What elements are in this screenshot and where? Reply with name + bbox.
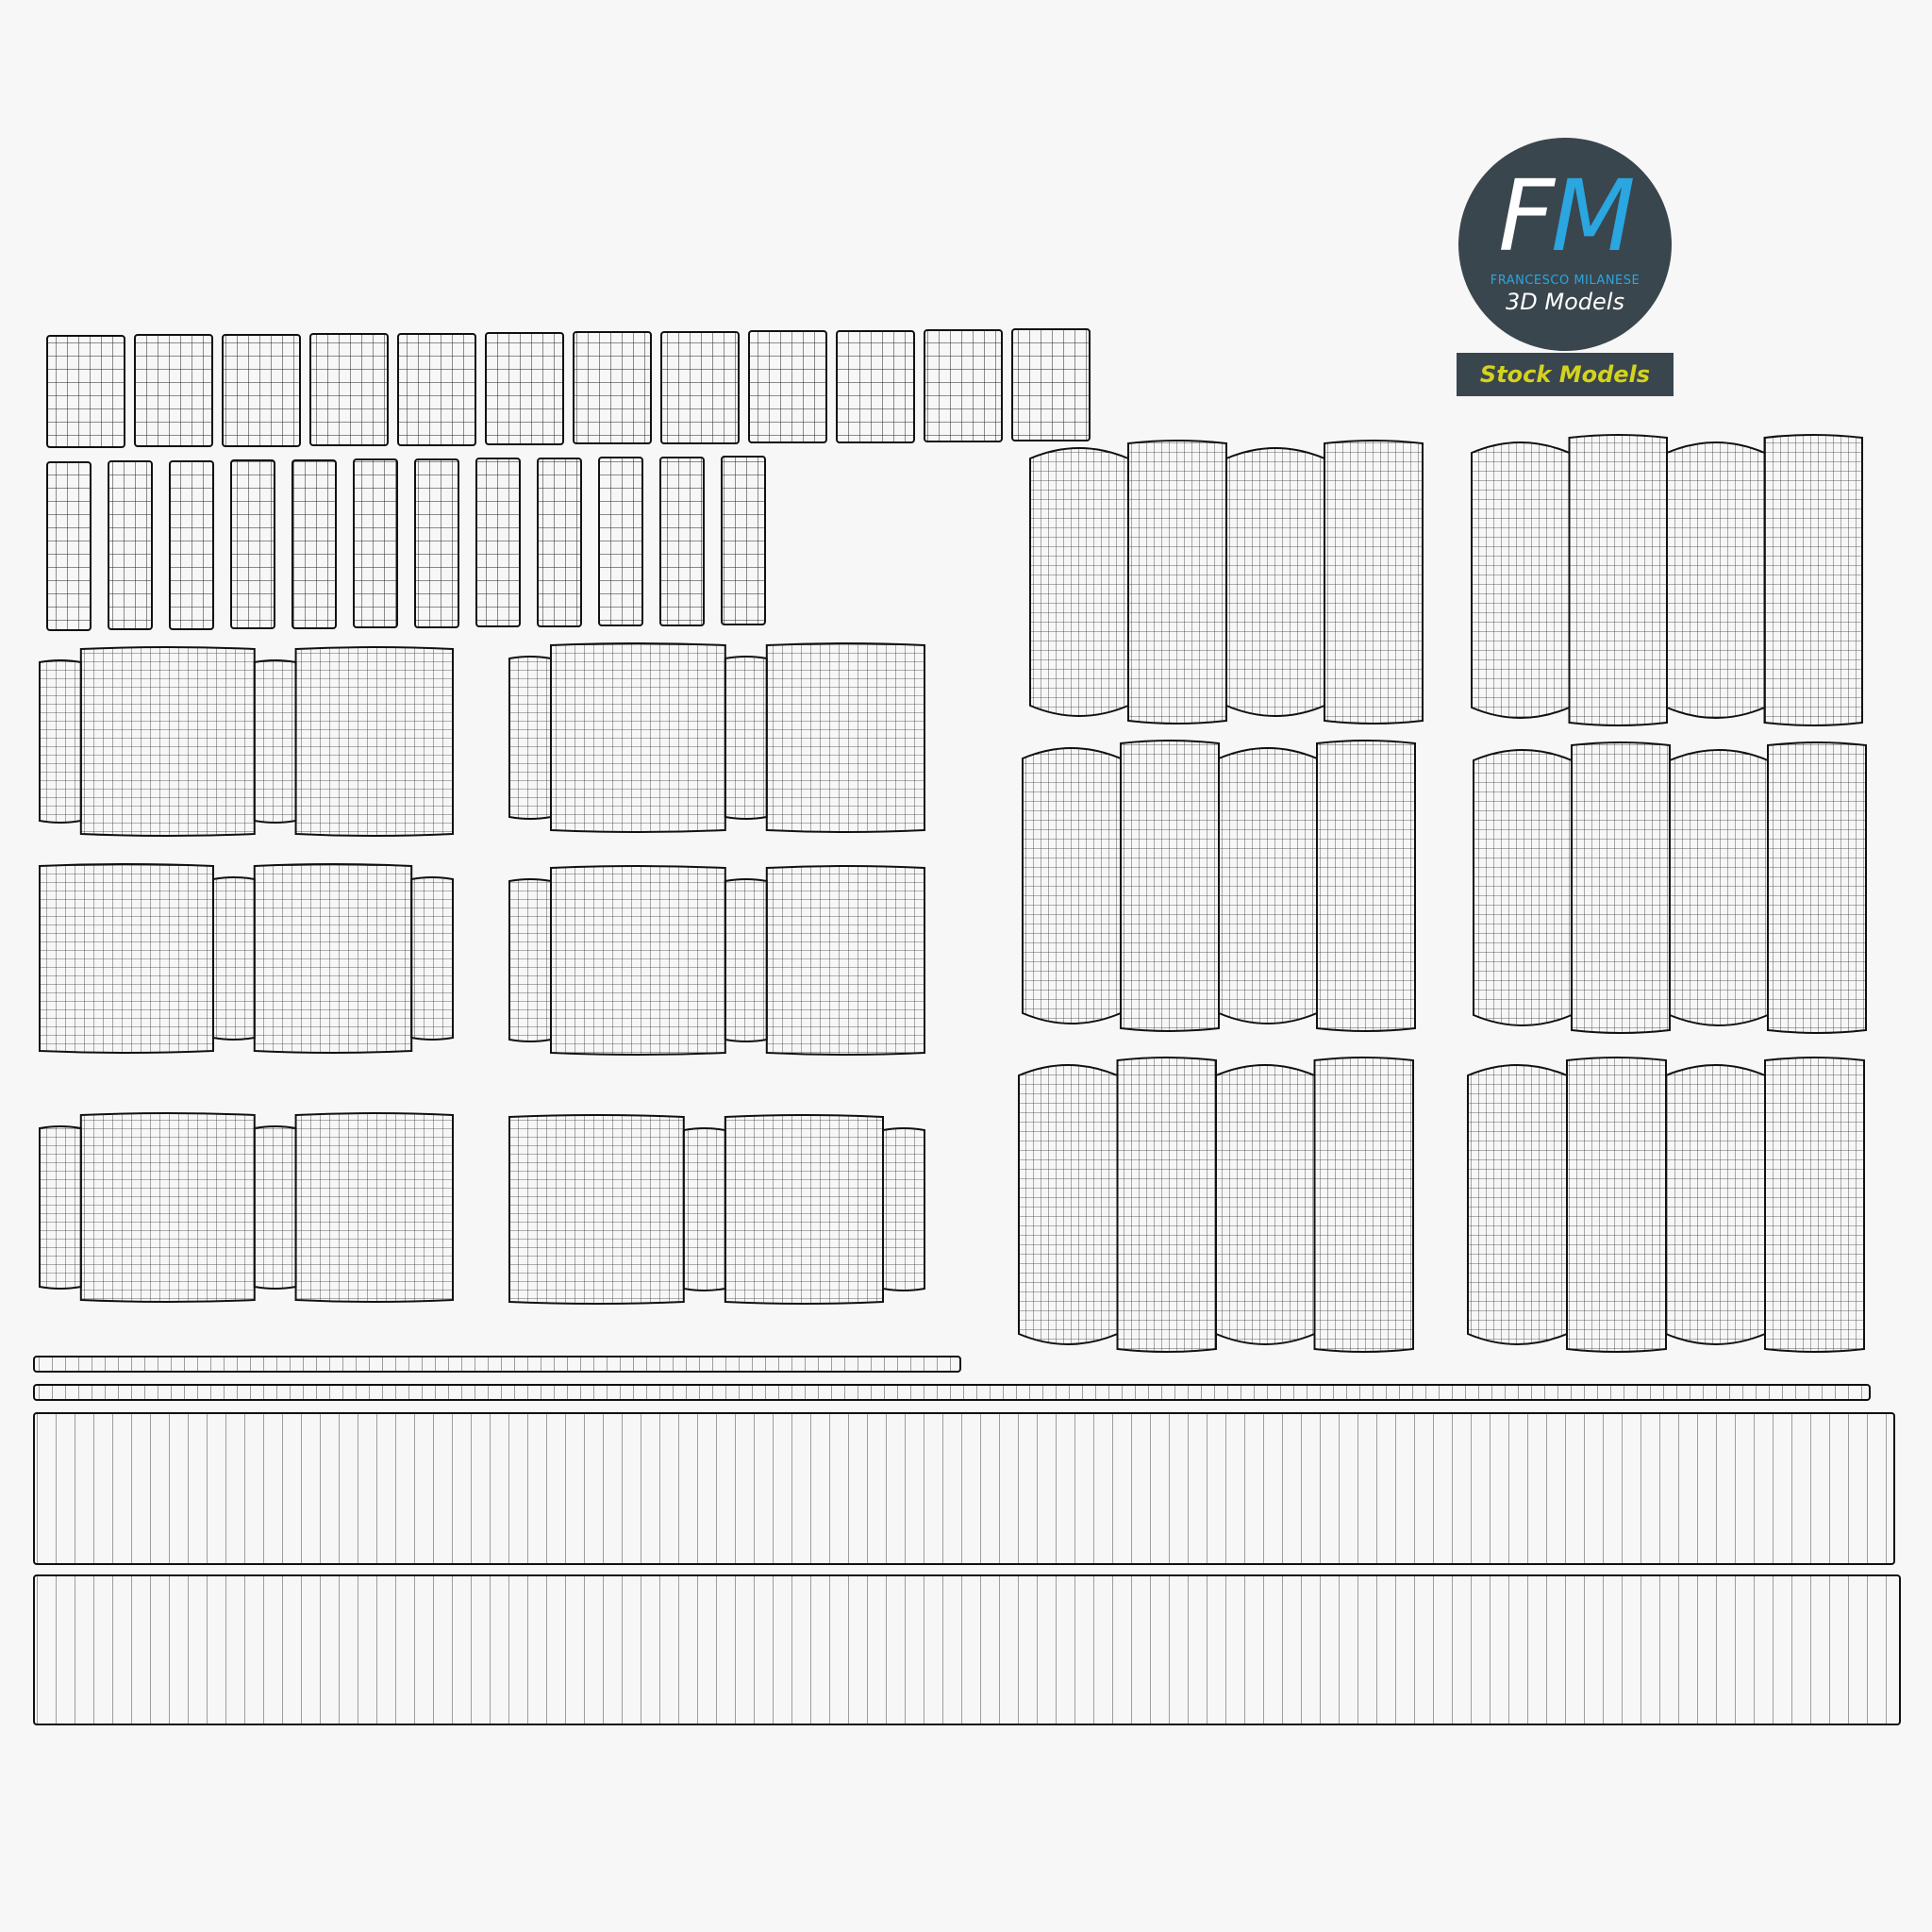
uv-panel-segment: [1225, 447, 1325, 717]
uv-panel-segment: [1018, 1064, 1119, 1345]
uv-panel-segment: [1022, 747, 1122, 1024]
uv-panel-segment: [1669, 749, 1769, 1026]
uv-panel-segment: [1324, 440, 1424, 724]
uv-cushion-segment: [508, 656, 552, 820]
uv-panel-segment: [1571, 741, 1671, 1034]
uv-cushion-segment: [550, 642, 726, 833]
uv-panel-segment: [1767, 741, 1867, 1034]
uv-strip-thin: [33, 1356, 961, 1373]
uv-panel-segment: [1127, 440, 1227, 724]
uv-tile-small: [222, 334, 301, 447]
uv-cushion-segment: [550, 865, 726, 1056]
uv-tile-small: [485, 332, 564, 445]
uv-cushion-segment: [724, 878, 768, 1042]
uv-cushion-segment: [765, 642, 925, 833]
uv-cushion-segment: [79, 1112, 256, 1303]
uv-cushion-segment: [39, 659, 82, 824]
uv-panel-segment: [1763, 434, 1863, 726]
uv-tile-narrow: [291, 459, 337, 629]
logo-monogram: FM: [1498, 158, 1636, 274]
uv-cushion-segment: [79, 646, 256, 837]
uv-panel-segment: [1666, 441, 1766, 719]
uv-cushion-segment: [508, 1114, 685, 1305]
uv-tile-narrow: [169, 460, 214, 630]
uv-tile-small: [1011, 328, 1091, 441]
uv-cushion-segment: [253, 1125, 297, 1290]
uv-tile-small: [660, 331, 740, 444]
uv-tile-small: [309, 333, 389, 446]
logo-subtitle: 3D Models: [1506, 289, 1624, 315]
uv-panel-segment: [1215, 1064, 1316, 1345]
uv-cushion-segment: [294, 1112, 454, 1303]
uv-cushion-segment: [410, 876, 454, 1041]
uv-cushion-segment: [39, 1125, 82, 1290]
uv-tile-narrow: [598, 457, 643, 626]
uv-strip-thin: [33, 1384, 1871, 1401]
uv-tile-small: [924, 329, 1003, 442]
uv-cushion-segment: [508, 878, 552, 1042]
uv-panel-segment: [1218, 747, 1318, 1024]
uv-panel-segment: [1116, 1057, 1217, 1353]
uv-tile-narrow: [46, 461, 92, 631]
logo-circle: [1458, 138, 1672, 351]
uv-tile-small: [573, 331, 652, 444]
uv-panel-segment: [1313, 1057, 1414, 1353]
uv-tile-narrow: [353, 458, 398, 628]
uv-panel-segment: [1764, 1057, 1865, 1353]
uv-panel-segment: [1665, 1064, 1766, 1345]
uv-panel-segment: [1029, 447, 1129, 717]
uv-cushion-segment: [724, 1114, 884, 1305]
uv-tile-narrow: [414, 458, 459, 628]
uv-panel-segment: [1467, 1064, 1568, 1345]
uv-tile-narrow: [721, 456, 766, 625]
uv-tile-narrow: [108, 460, 153, 630]
logo-company-name: FRANCESCO MILANESE: [1490, 274, 1641, 288]
uv-tile-narrow: [475, 458, 521, 627]
uv-panel-segment: [1566, 1057, 1667, 1353]
uv-tile-narrow: [230, 459, 275, 629]
uv-tile-small: [134, 334, 213, 447]
uv-tile-small: [836, 330, 915, 443]
uv-panel-segment: [1471, 441, 1571, 719]
uv-band-long: [33, 1574, 1901, 1725]
brand-logo: FM FRANCESCO MILANESE 3D Models Stock Mo…: [1457, 138, 1674, 398]
uv-cushion-segment: [211, 876, 256, 1041]
uv-cushion-segment: [253, 863, 413, 1054]
uv-tile-small: [397, 333, 476, 446]
uv-tile-small: [748, 330, 827, 443]
uv-cushion-segment: [294, 646, 454, 837]
uv-band-long: [33, 1412, 1895, 1565]
stock-models-banner: Stock Models: [1457, 353, 1674, 396]
uv-panel-segment: [1316, 740, 1416, 1032]
uv-panel-segment: [1568, 434, 1668, 726]
uv-tile-small: [46, 335, 125, 448]
uv-cushion-segment: [882, 1127, 925, 1291]
uv-tile-narrow: [659, 457, 705, 626]
uv-cushion-segment: [765, 865, 925, 1056]
uv-tile-narrow: [537, 458, 582, 627]
uv-panel-segment: [1120, 740, 1220, 1032]
uv-cushion-segment: [253, 659, 297, 824]
uv-cushion-segment: [724, 656, 768, 820]
uv-cushion-segment: [39, 863, 214, 1054]
uv-panel-segment: [1473, 749, 1573, 1026]
uv-cushion-segment: [682, 1127, 726, 1291]
